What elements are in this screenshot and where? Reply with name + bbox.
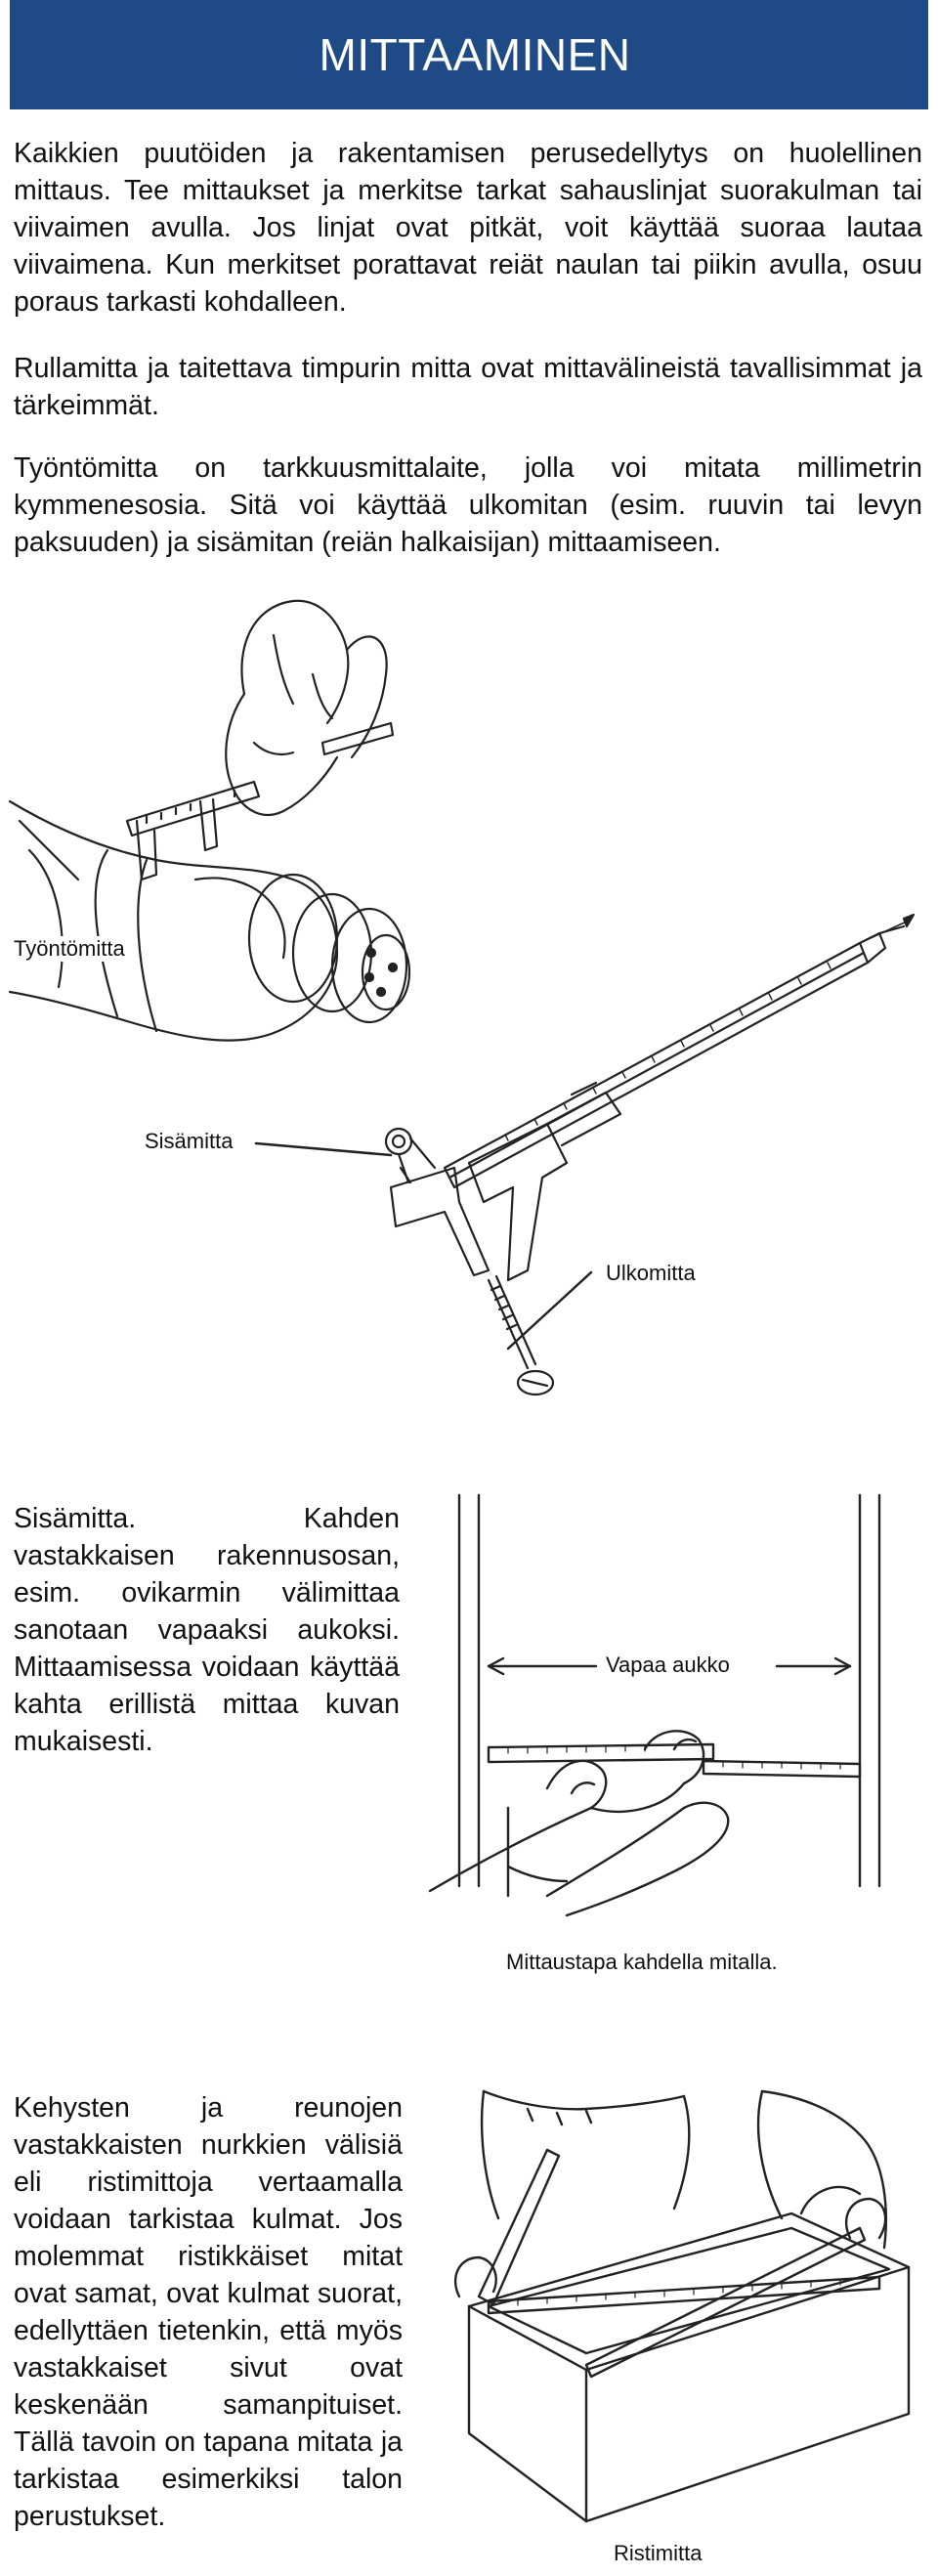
two-tapes-caption: Mittaustapa kahdella mitalla. [506,1950,778,1975]
cross-measure-text: Kehysten ja reunojen vastakkaisten nurkk… [14,2092,403,2532]
inside-measure-text: Sisämitta. Kahden vastakkaisen rakennuso… [14,1503,400,1757]
forearm-drawing [8,799,411,1042]
page-header: MITTAAMINEN [10,0,928,109]
cross-measure-caption: Ristimitta [614,2541,703,2566]
caliper-paragraph: Työntömitta on tarkkuusmittalaite, jolla… [14,452,922,558]
caliper-label: Työntömitta [14,936,125,962]
tools-paragraph: Rullamitta ja taitettava timpurin mitta … [14,353,922,421]
large-caliper-drawing [254,913,916,1396]
inside-measure-label: Sisämitta [145,1129,234,1154]
outside-measure-label: Ulkomitta [606,1261,696,1286]
page-title: MITTAAMINEN [319,29,631,80]
free-opening-label: Vapaa aukko [606,1653,730,1678]
intro-paragraph: Kaikkien puutöiden ja rakentamisen perus… [14,138,922,318]
hand-drawing [225,599,388,816]
